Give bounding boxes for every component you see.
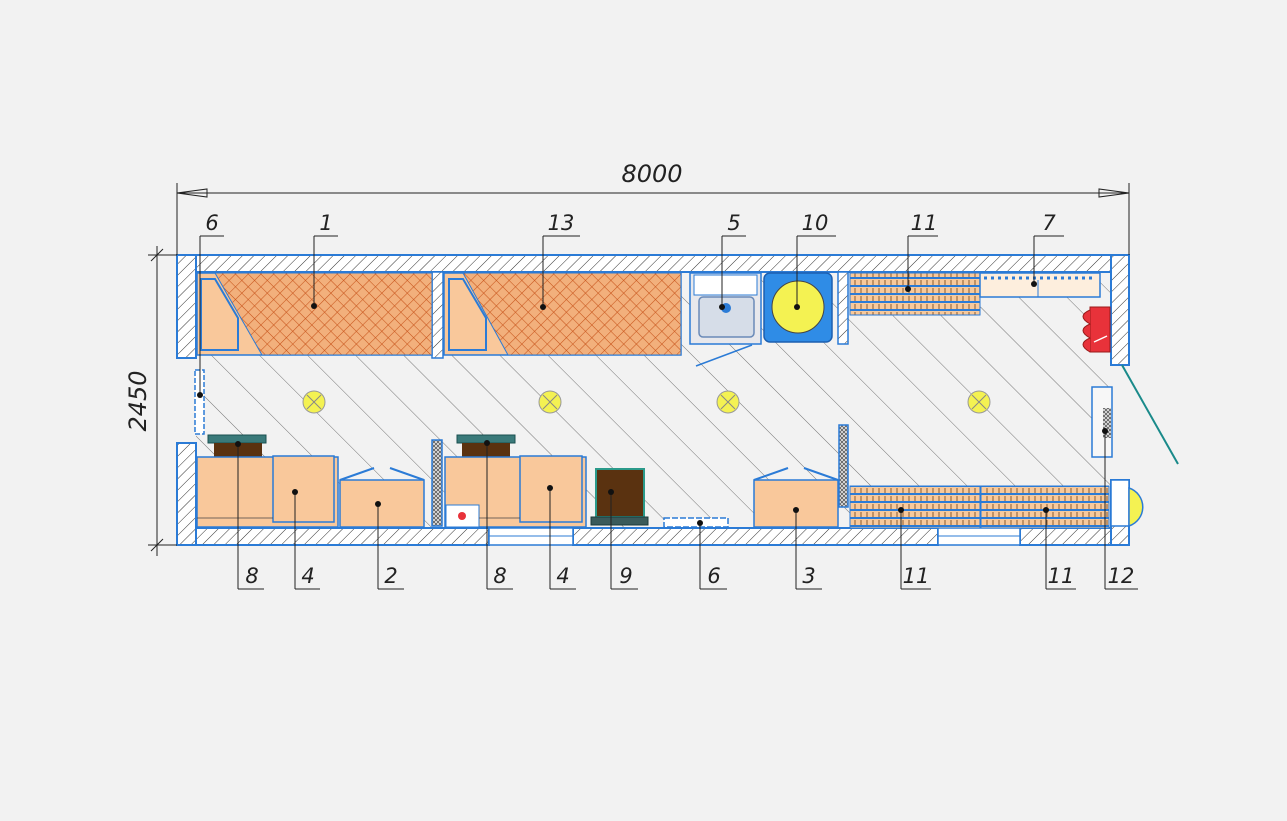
dimension-width: 2450	[124, 246, 177, 556]
callout-dot	[793, 507, 799, 513]
callout-c6a: 6	[197, 211, 224, 398]
callouts: 6 1 13 5 10 11 7 8 4 2 8 4 9 6 3 11 11 12	[197, 211, 1138, 590]
callout-c8a: 8	[235, 441, 264, 590]
callout-dot	[375, 501, 381, 507]
bench-2	[339, 467, 425, 528]
callout-number: 4	[556, 564, 569, 588]
callout-dot	[1043, 507, 1049, 513]
callout-number: 6	[707, 564, 720, 588]
partition-mesh-right	[838, 424, 849, 508]
callout-c13: 13	[540, 211, 580, 310]
callout-dot	[197, 392, 203, 398]
callout-dot	[292, 489, 298, 495]
callout-c10: 10	[794, 211, 836, 310]
shelf-11-top	[849, 272, 981, 316]
callout-number: 11	[911, 211, 938, 235]
callout-dot	[608, 489, 614, 495]
callout-dot	[898, 507, 904, 513]
callout-number: 9	[619, 564, 632, 588]
bed-13	[443, 272, 682, 356]
callout-c12: 12	[1102, 428, 1138, 590]
callout-number: 11	[1048, 564, 1075, 588]
shelf-11-bottom-b	[980, 485, 1110, 529]
callout-dot	[794, 304, 800, 310]
callout-number: 6	[205, 211, 218, 235]
callout-c3: 3	[793, 507, 822, 590]
callout-number: 8	[245, 564, 258, 588]
callout-c4b: 4	[547, 485, 576, 590]
callout-dot	[484, 440, 490, 446]
callout-dot	[235, 441, 241, 447]
shelf-11-bottom-a	[849, 485, 981, 529]
dimension-length: 8000	[176, 160, 1130, 255]
callout-number: 8	[493, 564, 506, 588]
callout-number: 12	[1108, 564, 1135, 588]
callout-number: 3	[802, 564, 815, 588]
callout-number: 5	[727, 211, 740, 235]
callout-dot	[540, 304, 546, 310]
radiator-bottom	[663, 517, 729, 528]
callout-c8b: 8	[484, 440, 513, 590]
callout-dot	[719, 304, 725, 310]
workstation-middle	[444, 434, 587, 528]
callout-c11a: 11	[905, 211, 938, 292]
wall-unit-12	[1091, 386, 1113, 458]
length-label: 8000	[621, 160, 682, 188]
callout-c9: 9	[608, 489, 638, 590]
callout-number: 13	[548, 211, 575, 235]
callout-dot	[311, 303, 317, 309]
callout-c6b: 6	[697, 520, 727, 590]
electric-heater	[1082, 306, 1111, 353]
callout-dot	[1102, 428, 1108, 434]
callout-c2: 2	[375, 501, 404, 590]
callout-dot	[905, 286, 911, 292]
partition-mesh-left	[431, 439, 443, 527]
coat-rack	[979, 272, 1101, 298]
ceiling-lamps	[302, 390, 991, 414]
callout-number: 4	[301, 564, 314, 588]
callout-number: 1	[319, 211, 332, 235]
callout-number: 11	[903, 564, 930, 588]
cabinet-9	[590, 468, 649, 526]
callout-number: 2	[384, 564, 397, 588]
callout-c11b: 11	[898, 507, 931, 590]
callout-c5: 5	[719, 211, 746, 310]
callout-dot	[1031, 281, 1037, 287]
callout-dot	[697, 520, 703, 526]
callout-dot	[547, 485, 553, 491]
outdoor-lamp	[1110, 479, 1144, 528]
door-leaf	[1121, 364, 1179, 465]
callout-number: 10	[802, 211, 829, 235]
sink	[689, 272, 762, 367]
callout-c1: 1	[311, 211, 338, 309]
callout-number: 7	[1042, 211, 1056, 235]
callout-c4a: 4	[292, 489, 320, 590]
callout-c7: 7	[1031, 211, 1064, 287]
width-label: 2450	[124, 370, 152, 431]
callout-c11c: 11	[1043, 507, 1076, 590]
